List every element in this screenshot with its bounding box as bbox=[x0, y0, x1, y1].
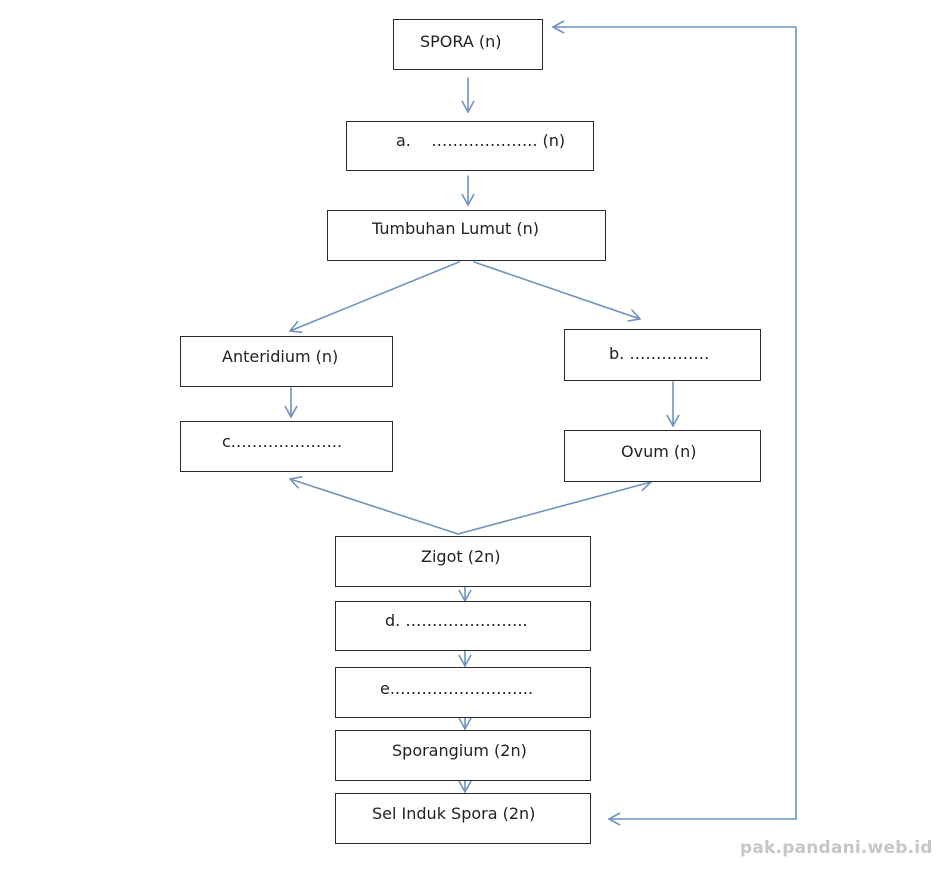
arrow-b-to-ovum bbox=[666, 381, 680, 427]
node-a-label: a. ……………….. (n) bbox=[396, 131, 566, 150]
node-sel-induk-spora-label: Sel Induk Spora (2n) bbox=[372, 804, 536, 823]
node-d-blank: d. ………………….. bbox=[335, 601, 591, 651]
node-sporangium: Sporangium (2n) bbox=[335, 730, 591, 781]
node-a-blank: a. ……………….. (n) bbox=[346, 121, 594, 171]
node-tumbuhan-lumut: Tumbuhan Lumut (n) bbox=[327, 210, 606, 261]
arrow-spora-to-a bbox=[461, 77, 475, 113]
arrow-anteridium-to-c bbox=[284, 387, 298, 418]
node-e-label: e.…………………….. bbox=[380, 679, 534, 698]
node-spora-label: SPORA (n) bbox=[420, 32, 502, 51]
arrow-zigot-to-d bbox=[458, 586, 472, 602]
node-c-blank: c.……………….. bbox=[180, 421, 393, 472]
node-c-label: c.……………….. bbox=[222, 432, 343, 451]
node-b-label: b. …………… bbox=[609, 344, 710, 363]
watermark: pak.pandani.web.id bbox=[740, 838, 933, 858]
node-d-label: d. ………………….. bbox=[385, 611, 528, 630]
arrow-e-to-sporangium bbox=[458, 717, 472, 730]
node-sel-induk-spora: Sel Induk Spora (2n) bbox=[335, 793, 591, 844]
node-ovum: Ovum (n) bbox=[564, 430, 761, 482]
node-zigot-label: Zigot (2n) bbox=[421, 547, 501, 566]
node-anteridium-label: Anteridium (n) bbox=[222, 347, 339, 366]
arrow-tumbuhan-to-b bbox=[473, 261, 641, 322]
node-tumbuhan-lumut-label: Tumbuhan Lumut (n) bbox=[372, 219, 540, 238]
node-e-blank: e.…………………….. bbox=[335, 667, 591, 718]
arrow-d-to-e bbox=[458, 650, 472, 667]
node-ovum-label: Ovum (n) bbox=[621, 442, 697, 461]
node-sporangium-label: Sporangium (2n) bbox=[392, 741, 527, 760]
arrow-zigot-to-c bbox=[289, 476, 459, 535]
arrow-a-to-tumbuhan bbox=[461, 175, 475, 206]
node-spora: SPORA (n) bbox=[393, 19, 543, 70]
arrow-sporangium-to-sel-induk bbox=[458, 780, 472, 793]
arrow-loop-into-sel-induk bbox=[608, 812, 797, 826]
node-zigot: Zigot (2n) bbox=[335, 536, 591, 587]
arrow-tumbuhan-to-anteridium bbox=[289, 261, 460, 334]
arrow-zigot-to-ovum bbox=[457, 478, 652, 535]
arrow-sel-induk-to-spora-loop bbox=[552, 20, 797, 820]
node-anteridium: Anteridium (n) bbox=[180, 336, 393, 387]
node-b-blank: b. …………… bbox=[564, 329, 761, 381]
